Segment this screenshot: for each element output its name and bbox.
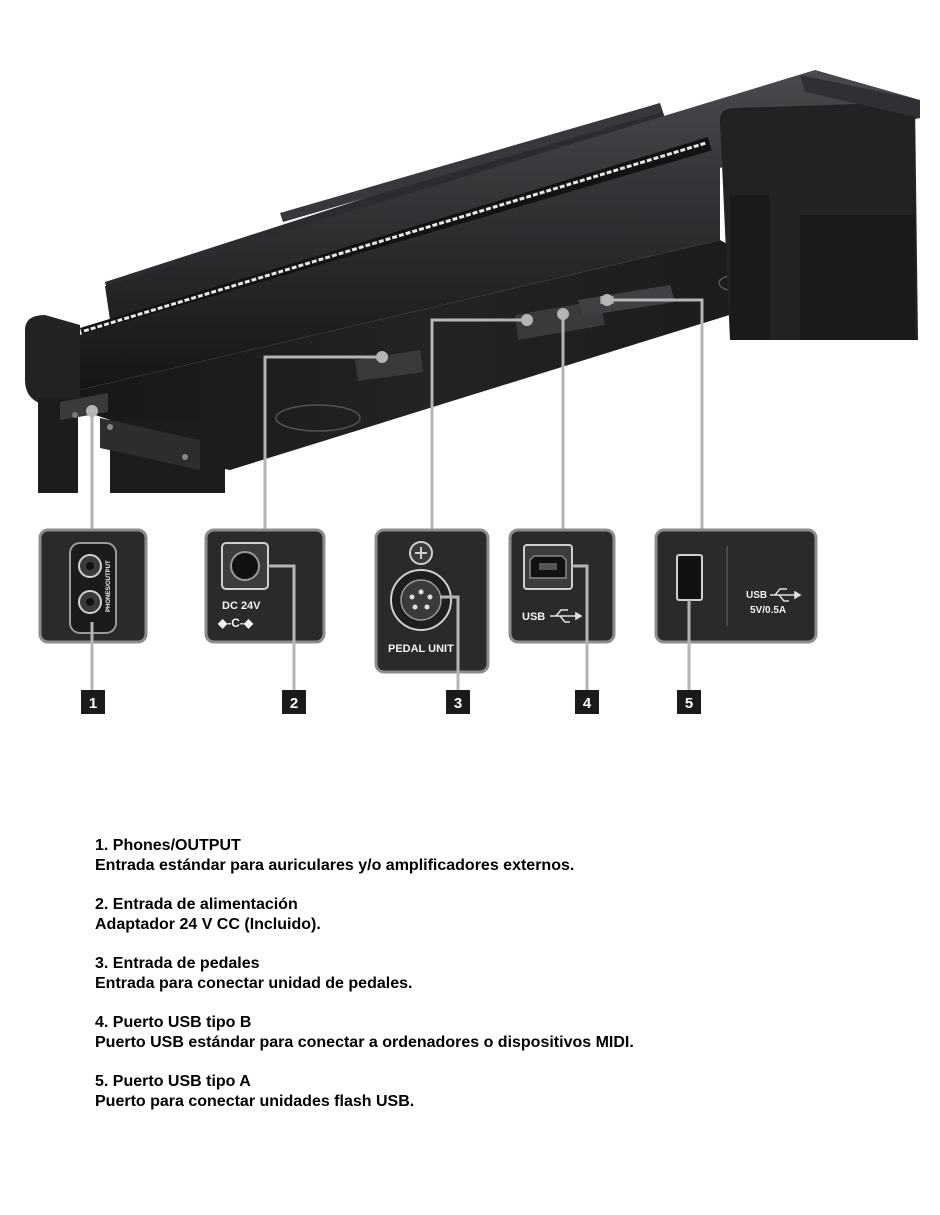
description-item: 3. Entrada de pedales Entrada para conec… — [95, 954, 895, 994]
badge-3-number: 3 — [454, 695, 462, 712]
usb-a-port-icon — [676, 554, 703, 601]
panel-2-label: DC 24V — [222, 600, 261, 612]
badge-5 — [677, 690, 701, 714]
panel-dc-input: DC 24V ◆-C-◆ — [204, 528, 326, 690]
badge-2 — [282, 690, 306, 714]
panel-5-label: USB — [746, 590, 767, 601]
panel-usb-a: USB 5V/0.5A — [654, 528, 818, 690]
panel-pedal-unit: PEDAL UNIT — [374, 528, 490, 690]
connector-diagram: PHONES/OUTPUT DC 24V ◆-C-◆ PEDAL UNIT — [25, 70, 920, 714]
badge-4-number: 4 — [583, 695, 592, 712]
description-item: 5. Puerto USB tipo A Puerto para conecta… — [95, 1072, 895, 1112]
panel-1-label: PHONES/OUTPUT — [106, 560, 112, 612]
badge-1 — [81, 690, 105, 714]
description-text: Puerto USB estándar para conectar a orde… — [95, 1034, 634, 1051]
leader-lines — [90, 298, 704, 530]
pedal-din-icon — [390, 541, 452, 631]
description-title: 3. Entrada de pedales — [95, 955, 260, 972]
badge-5-number: 5 — [685, 695, 693, 712]
badge-3 — [446, 690, 470, 714]
description-text: Entrada estándar para auriculares y/o am… — [95, 857, 575, 874]
panel-usb-b: USB — [508, 528, 616, 690]
piano-illustration — [25, 70, 920, 493]
badge-2-number: 2 — [290, 695, 298, 712]
phones-jack-icon — [78, 554, 102, 614]
usb-symbol-icon — [770, 588, 802, 602]
panel-phones-output: PHONES/OUTPUT — [38, 528, 148, 690]
description-text: Entrada para conectar unidad de pedales. — [95, 975, 413, 992]
description-text: Puerto para conectar unidades flash USB. — [95, 1093, 415, 1110]
badge-4 — [575, 690, 599, 714]
description-item: 1. Phones/OUTPUT Entrada estándar para a… — [95, 836, 895, 876]
description-title: 5. Puerto USB tipo A — [95, 1073, 251, 1090]
description-text: Adaptador 24 V CC (Incluido). — [95, 916, 321, 933]
leader-dot-2 — [376, 351, 388, 363]
description-title: 1. Phones/OUTPUT — [95, 837, 241, 854]
dc-polarity-symbol: ◆-C-◆ — [217, 616, 254, 630]
description-title: 2. Entrada de alimentación — [95, 896, 298, 913]
dc-jack-icon — [221, 542, 269, 590]
description-title: 4. Puerto USB tipo B — [95, 1014, 252, 1031]
connector-descriptions: 1. Phones/OUTPUT Entrada estándar para a… — [95, 836, 895, 1131]
number-badges: 1 2 3 4 5 — [81, 690, 701, 714]
usb-b-port-icon — [523, 544, 573, 590]
leader-dot-1 — [86, 405, 98, 417]
panel-3-label: PEDAL UNIT — [388, 643, 454, 655]
leader-dot-3 — [521, 314, 533, 326]
leader-dot-4 — [557, 308, 569, 320]
panel-4-label: USB — [522, 611, 545, 623]
leader-dot-5 — [601, 294, 613, 306]
description-item: 4. Puerto USB tipo B Puerto USB estándar… — [95, 1013, 895, 1053]
panel-5-sublabel: 5V/0.5A — [750, 605, 786, 616]
description-item: 2. Entrada de alimentación Adaptador 24 … — [95, 895, 895, 935]
usb-symbol-icon — [550, 609, 583, 623]
badge-1-number: 1 — [89, 695, 97, 712]
